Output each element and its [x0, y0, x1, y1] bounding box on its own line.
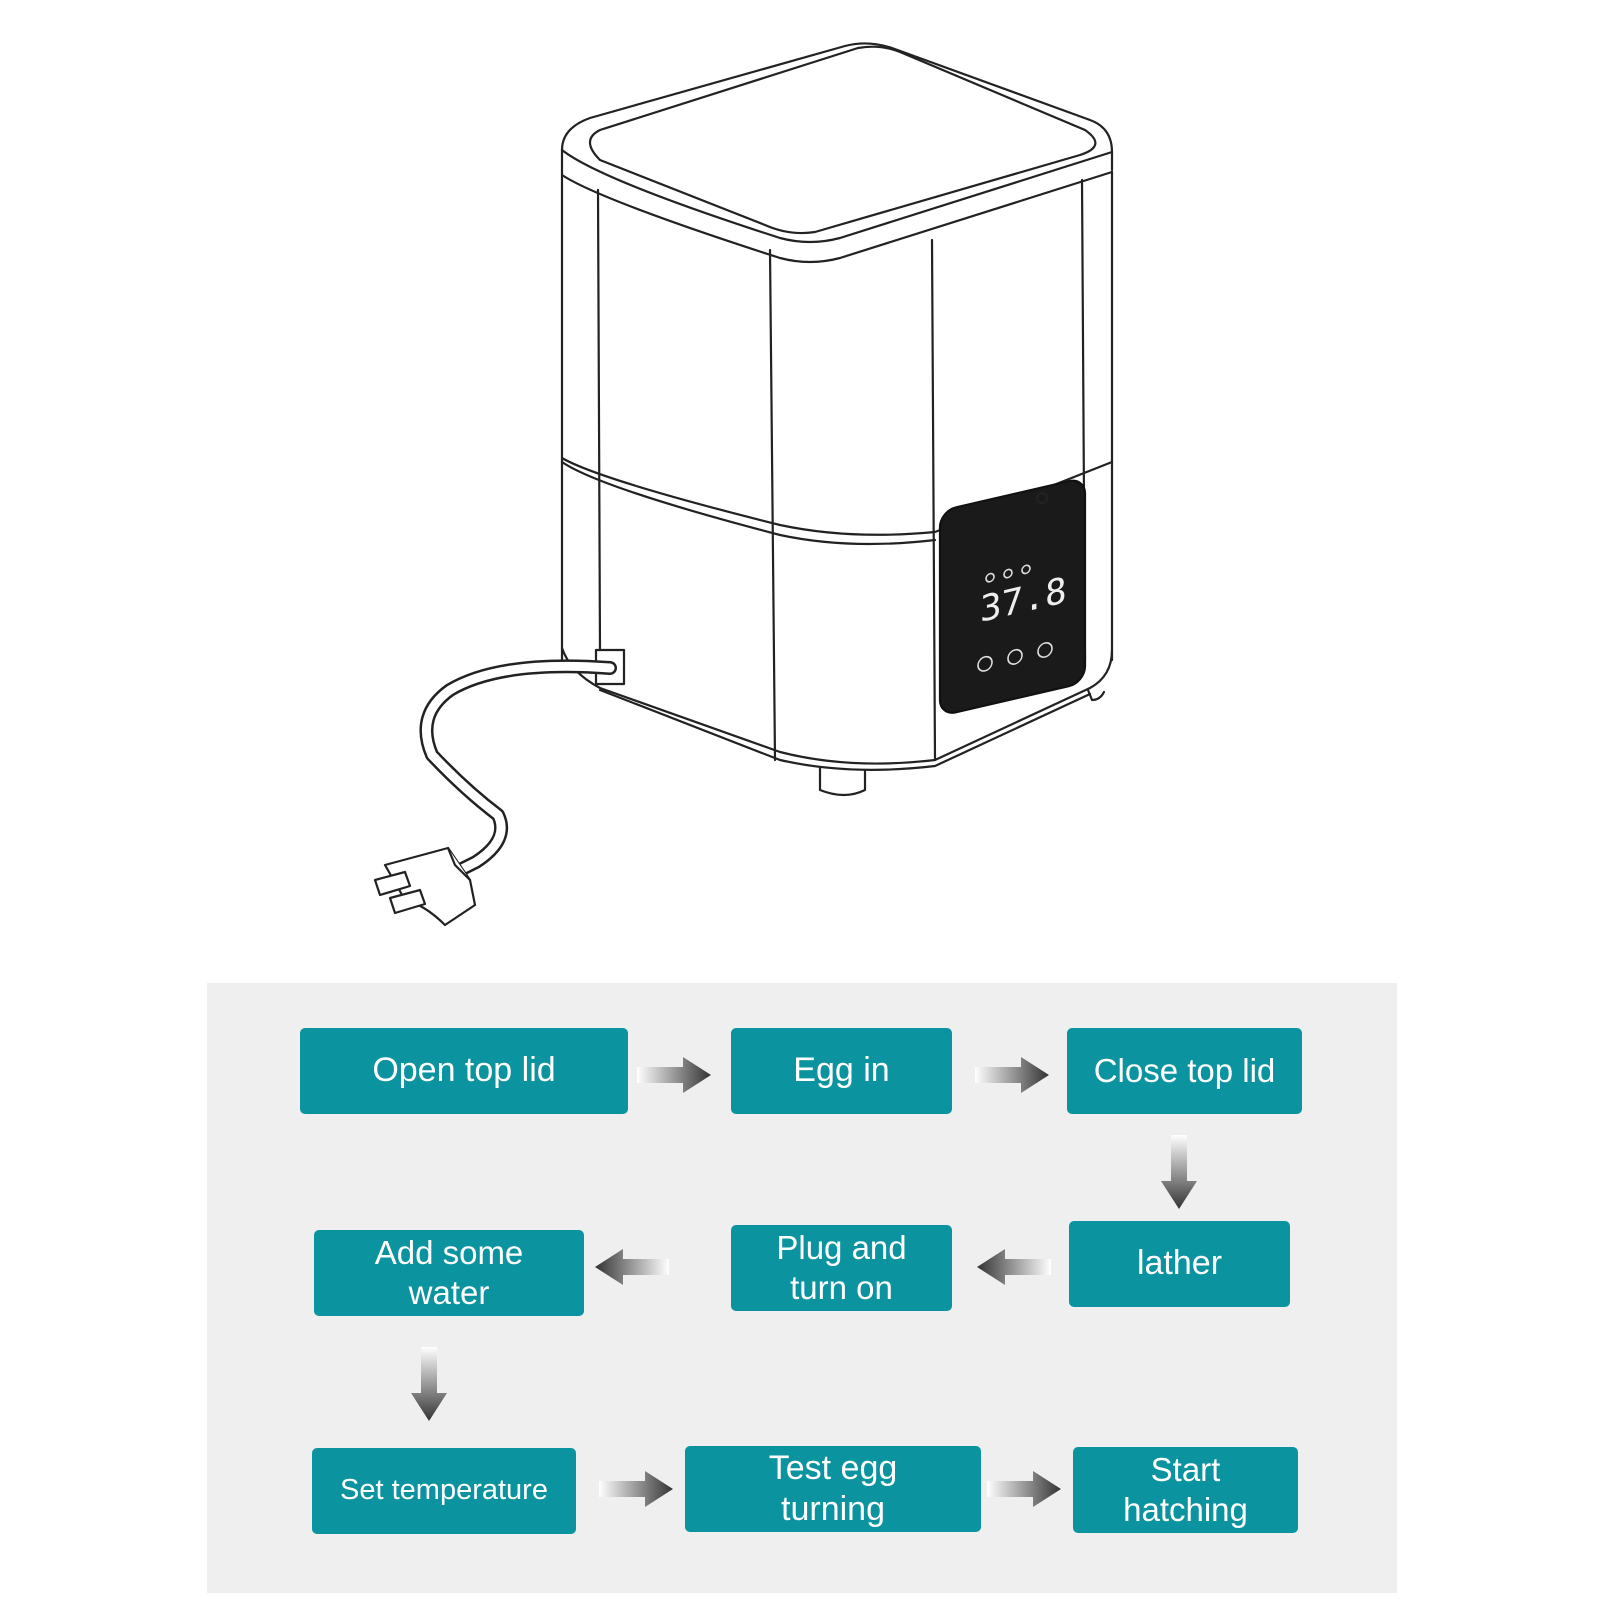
step-label: Add some water	[374, 1233, 524, 1311]
indicator-light	[1035, 491, 1049, 505]
step-label: lather	[1136, 1244, 1223, 1283]
step-close-top-lid: Close top lid	[1067, 1028, 1302, 1114]
step-label: Start hatching	[1123, 1450, 1248, 1528]
step-label: Egg in	[793, 1051, 890, 1090]
step-lather: lather	[1069, 1221, 1290, 1307]
step-label: Open top lid	[372, 1051, 556, 1090]
lid-top	[588, 45, 1097, 235]
step-plug-and-turn-on: Plug and turn on	[731, 1225, 952, 1311]
arrow-left-icon	[977, 1249, 1051, 1285]
power-cord	[419, 659, 617, 877]
power-plug	[373, 846, 477, 927]
arrow-right-icon	[975, 1057, 1049, 1093]
step-label: Set temperature	[340, 1474, 548, 1507]
step-add-some-water: Add some water	[314, 1230, 584, 1316]
step-set-temperature: Set temperature	[312, 1448, 576, 1534]
step-test-egg-turning: Test egg turning	[685, 1446, 981, 1532]
step-start-hatching: Start hatching	[1073, 1447, 1298, 1533]
arrow-down-icon	[411, 1347, 447, 1421]
step-egg-in: Egg in	[731, 1028, 952, 1114]
arrow-right-icon	[599, 1471, 673, 1507]
incubator-illustration: 37.8	[373, 42, 1114, 927]
arrow-right-icon	[637, 1057, 711, 1093]
instruction-flow-panel: Open top lid Egg in Close top lid lather…	[207, 983, 1397, 1593]
step-open-top-lid: Open top lid	[300, 1028, 628, 1114]
arrow-left-icon	[595, 1249, 669, 1285]
arrow-down-icon	[1161, 1135, 1197, 1209]
arrow-right-icon	[987, 1471, 1061, 1507]
step-label: Plug and turn on	[776, 1228, 907, 1306]
step-label: Close top lid	[1093, 1051, 1276, 1089]
step-label: Test egg turning	[768, 1448, 898, 1528]
